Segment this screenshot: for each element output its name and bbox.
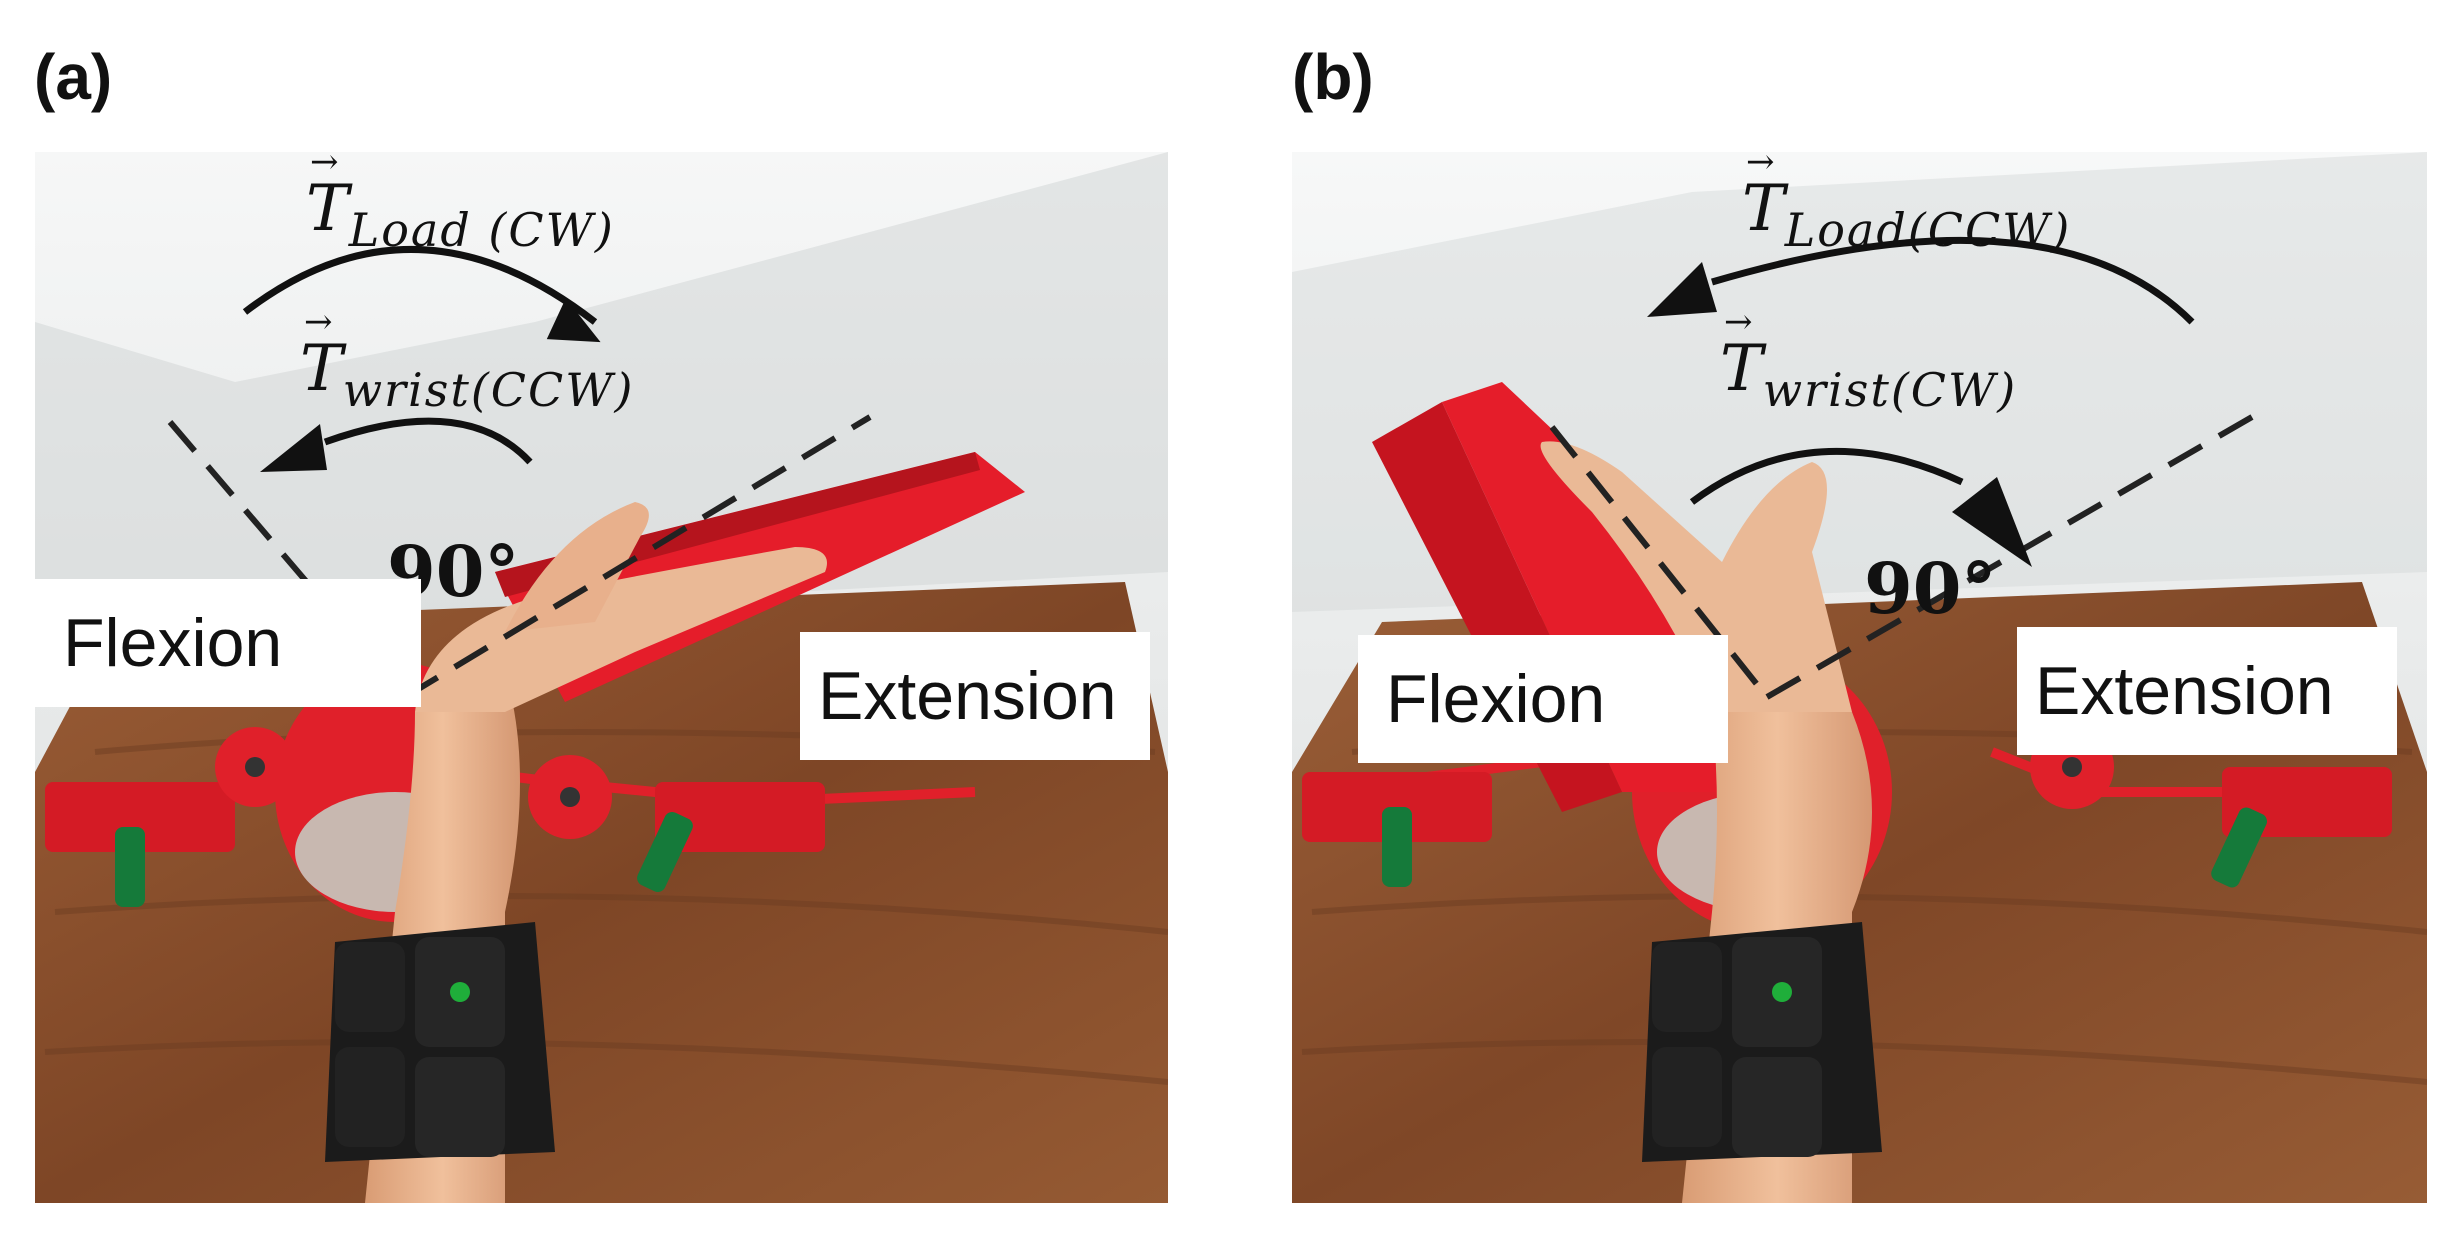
panel-a-photo: TLoad (CW) Twrist(CCW) 90° Flexion Exten… xyxy=(35,152,1168,1203)
flexion-label-b: Flexion xyxy=(1358,635,1728,763)
hand xyxy=(415,547,827,712)
extension-label-b: Extension xyxy=(2017,627,2397,755)
load-arrow xyxy=(1711,236,2195,325)
armband-led xyxy=(1772,982,1792,1002)
load-arrow xyxy=(242,245,598,325)
clamp-right xyxy=(655,782,825,852)
armband-led xyxy=(450,982,470,1002)
flexion-label-a: Flexion xyxy=(35,579,421,707)
extension-label-a: Extension xyxy=(800,632,1150,760)
panel-a-letter: (a) xyxy=(34,41,113,113)
hand xyxy=(1540,441,1852,712)
panel-b-letter: (b) xyxy=(1292,41,1374,113)
wrist-torque-label-b: Twrist(CW) xyxy=(1720,332,2017,417)
panel-b-photo: TLoad(CCW) Twrist(CW) 90° Flexion Extens… xyxy=(1292,152,2427,1203)
clamp-left xyxy=(45,782,235,852)
angle-label-b: 90° xyxy=(1864,547,1997,630)
load-torque-label-b: TLoad(CCW) xyxy=(1742,172,2071,257)
wrist-torque-label-a: Twrist(CCW) xyxy=(300,332,634,417)
wrist-arrow xyxy=(1689,447,1964,505)
dashed-line-right xyxy=(403,414,872,700)
thumb xyxy=(505,502,649,632)
battery-right xyxy=(2211,807,2267,888)
battery-left xyxy=(115,827,145,907)
load-torque-label-a: TLoad (CW) xyxy=(306,172,615,257)
battery-left xyxy=(1382,807,1412,887)
wrist-arrow xyxy=(323,417,533,465)
dashed-line-right xyxy=(1765,414,2254,700)
battery-right xyxy=(637,812,693,892)
